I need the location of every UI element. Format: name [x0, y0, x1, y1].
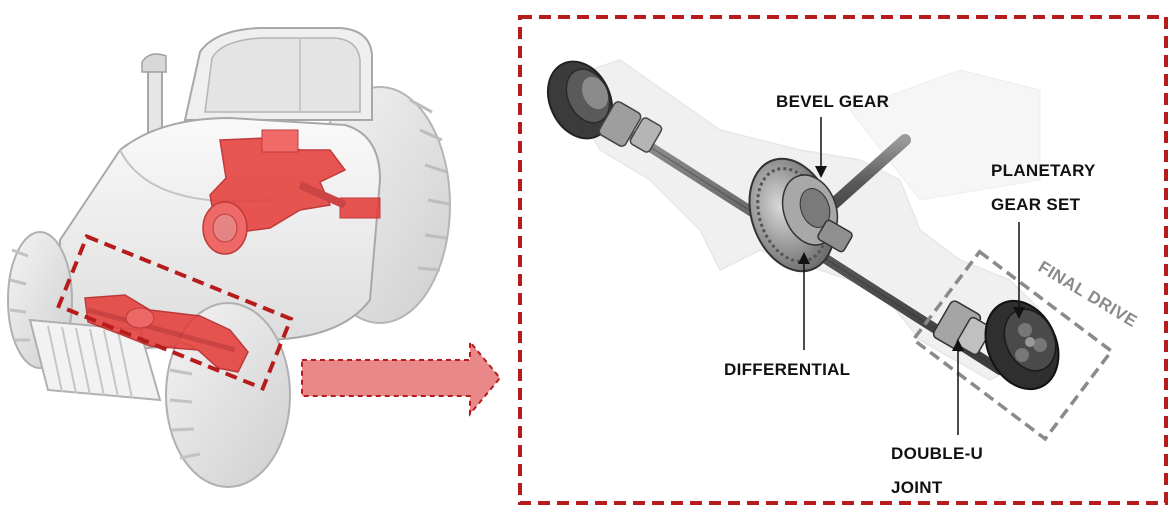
tractor-illustration: [8, 28, 450, 487]
planetary-label-line2: GEAR SET: [991, 195, 1081, 214]
double-u-label-line1: DOUBLE-U: [891, 444, 983, 463]
bevel-gear-label: BEVEL GEAR: [776, 92, 889, 111]
planetary-label-line1: PLANETARY: [991, 161, 1096, 180]
final-drive-label: FINAL DRIVE: [1035, 257, 1141, 331]
double-u-label-line2: JOINT: [891, 478, 943, 497]
differential-label: DIFFERENTIAL: [724, 360, 850, 379]
zoom-arrow-icon: [302, 342, 500, 414]
cab-icon: [185, 28, 372, 120]
differential-callout: DIFFERENTIAL: [724, 258, 850, 379]
